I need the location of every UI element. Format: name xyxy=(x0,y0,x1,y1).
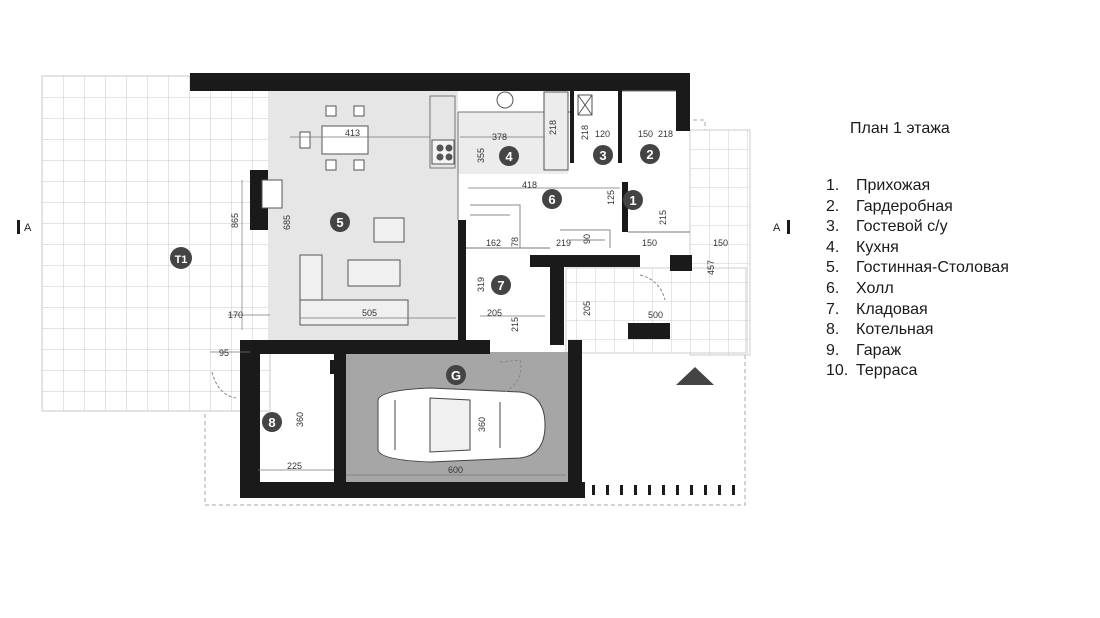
dim-218-wc: 218 xyxy=(580,125,590,140)
dim-418: 418 xyxy=(522,180,537,190)
room-badge-terrace: T1 xyxy=(170,247,192,269)
sofa xyxy=(299,217,409,326)
fireplace-icon xyxy=(261,179,283,209)
dim-150-hall: 150 xyxy=(642,238,657,248)
terrace-left xyxy=(41,75,271,412)
room-badge-1: 1 xyxy=(623,190,643,210)
legend-item: 6.Холл xyxy=(826,279,894,297)
floor-plan: A A 413 378 218 218 120 150 218 355 418 … xyxy=(17,73,790,506)
dim-225: 225 xyxy=(287,461,302,471)
dim-360-boiler: 360 xyxy=(295,412,305,427)
svg-text:G: G xyxy=(451,368,461,383)
dim-500: 500 xyxy=(648,310,663,320)
dim-413: 413 xyxy=(345,128,360,138)
room-badge-7: 7 xyxy=(491,275,511,295)
dim-218-kitchen: 218 xyxy=(548,120,558,135)
dim-360-garage: 360 xyxy=(477,417,487,432)
dim-685: 685 xyxy=(282,215,292,230)
dim-78: 78 xyxy=(510,237,520,247)
svg-text:2: 2 xyxy=(646,147,653,162)
kitchen-fixtures xyxy=(431,91,593,171)
room-badge-3: 3 xyxy=(593,145,613,165)
dim-162: 162 xyxy=(486,238,501,248)
legend-item: 8.Котельная xyxy=(826,321,934,339)
dim-150-wardrobe: 150 xyxy=(638,129,653,139)
dim-600: 600 xyxy=(448,465,463,475)
svg-text:4: 4 xyxy=(505,149,513,164)
dim-90: 90 xyxy=(582,234,592,244)
dim-125: 125 xyxy=(606,190,616,205)
garage-gate xyxy=(592,485,735,495)
svg-text:1: 1 xyxy=(629,193,636,208)
entrance-arrow-icon xyxy=(676,367,714,385)
legend-item: 9.Гараж xyxy=(826,341,902,359)
svg-text:3: 3 xyxy=(599,148,606,163)
room-badge-8: 8 xyxy=(262,412,282,432)
legend-item: 5.Гостинная-Столовая xyxy=(826,259,1009,277)
sink-icon xyxy=(496,91,514,109)
dining-table xyxy=(299,105,369,171)
dim-215-entry: 215 xyxy=(658,210,668,225)
walls xyxy=(190,73,692,498)
dim-120: 120 xyxy=(595,129,610,139)
dim-457: 457 xyxy=(706,260,716,275)
legend-item: 1.Прихожая xyxy=(826,177,931,194)
dim-205-storage: 205 xyxy=(487,308,502,318)
dim-355: 355 xyxy=(476,148,486,163)
room-badge-garage: G xyxy=(446,365,466,385)
dimension-lines xyxy=(210,136,620,476)
dim-205-terrace: 205 xyxy=(582,301,592,316)
dim-170: 170 xyxy=(228,310,243,320)
dim-95: 95 xyxy=(219,348,229,358)
svg-text:8: 8 xyxy=(268,415,275,430)
dim-219: 219 xyxy=(556,238,571,248)
section-label-right: A xyxy=(773,222,781,234)
section-label-left: A xyxy=(24,222,32,234)
dim-218-wardrobe: 218 xyxy=(658,129,673,139)
dim-150-porch: 150 xyxy=(713,238,728,248)
dim-378: 378 xyxy=(492,132,507,142)
car-icon xyxy=(377,387,546,463)
legend-item: 7.Кладовая xyxy=(826,300,928,318)
dim-505: 505 xyxy=(362,308,377,318)
legend-item: 10.Терраса xyxy=(826,362,918,380)
legend-item: 2.Гардеробная xyxy=(826,197,953,215)
section-mark-left: A xyxy=(17,220,32,234)
room-badge-2: 2 xyxy=(640,144,660,164)
dim-865: 865 xyxy=(230,213,240,228)
svg-text:6: 6 xyxy=(548,192,555,207)
legend-item: 4.Кухня xyxy=(826,238,899,256)
legend-item: 3.Гостевой с/у xyxy=(826,218,948,236)
section-mark-right: A xyxy=(773,220,790,234)
room-list: 1.Прихожая 2.Гардеробная 3.Гостевой с/у … xyxy=(826,176,1009,382)
svg-text:7: 7 xyxy=(497,278,504,293)
stairs xyxy=(470,204,611,248)
plan-title: План 1 этажа xyxy=(850,120,950,137)
doors xyxy=(211,274,666,399)
svg-text:5: 5 xyxy=(336,215,343,230)
dim-215-storage: 215 xyxy=(510,317,520,332)
room-badge-4: 4 xyxy=(499,146,519,166)
svg-text:T1: T1 xyxy=(175,254,188,266)
plan-legend: План 1 этажа 1.Прихожая 2.Гардеробная 3.… xyxy=(826,120,1009,382)
dim-319: 319 xyxy=(476,277,486,292)
room-badge-5: 5 xyxy=(330,212,350,232)
room-badge-6: 6 xyxy=(542,189,562,209)
